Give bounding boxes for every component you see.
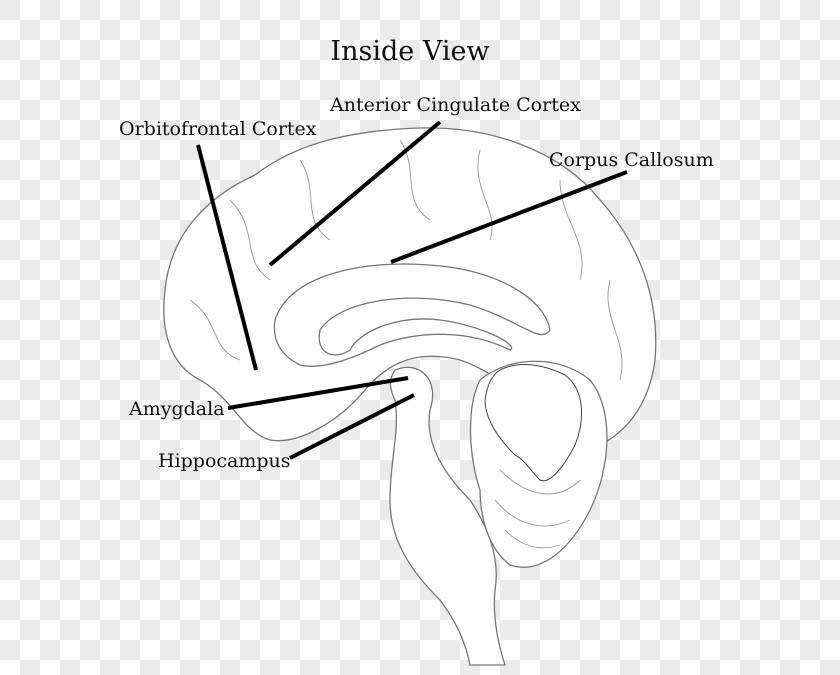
label-hippocampus: Hippocampus — [158, 450, 291, 472]
corpus-callosum-shape — [273, 263, 551, 367]
hippocampus-pointer — [289, 393, 415, 460]
diagram-title: Inside View — [330, 36, 490, 67]
label-orbitofrontal-cortex: Orbitofrontal Cortex — [119, 118, 317, 140]
label-anterior-cingulate-cortex: Anterior Cingulate Cortex — [330, 94, 581, 116]
brainstem — [389, 366, 506, 666]
corpus-callosum-pointer — [390, 170, 628, 264]
anterior-cingulate-pointer — [268, 120, 442, 267]
orbitofrontal-pointer — [196, 144, 258, 371]
arbor-vitae — [484, 364, 583, 482]
label-corpus-callosum: Corpus Callosum — [549, 149, 714, 171]
amygdala-pointer — [227, 376, 409, 410]
label-amygdala: Amygdala — [129, 398, 225, 420]
